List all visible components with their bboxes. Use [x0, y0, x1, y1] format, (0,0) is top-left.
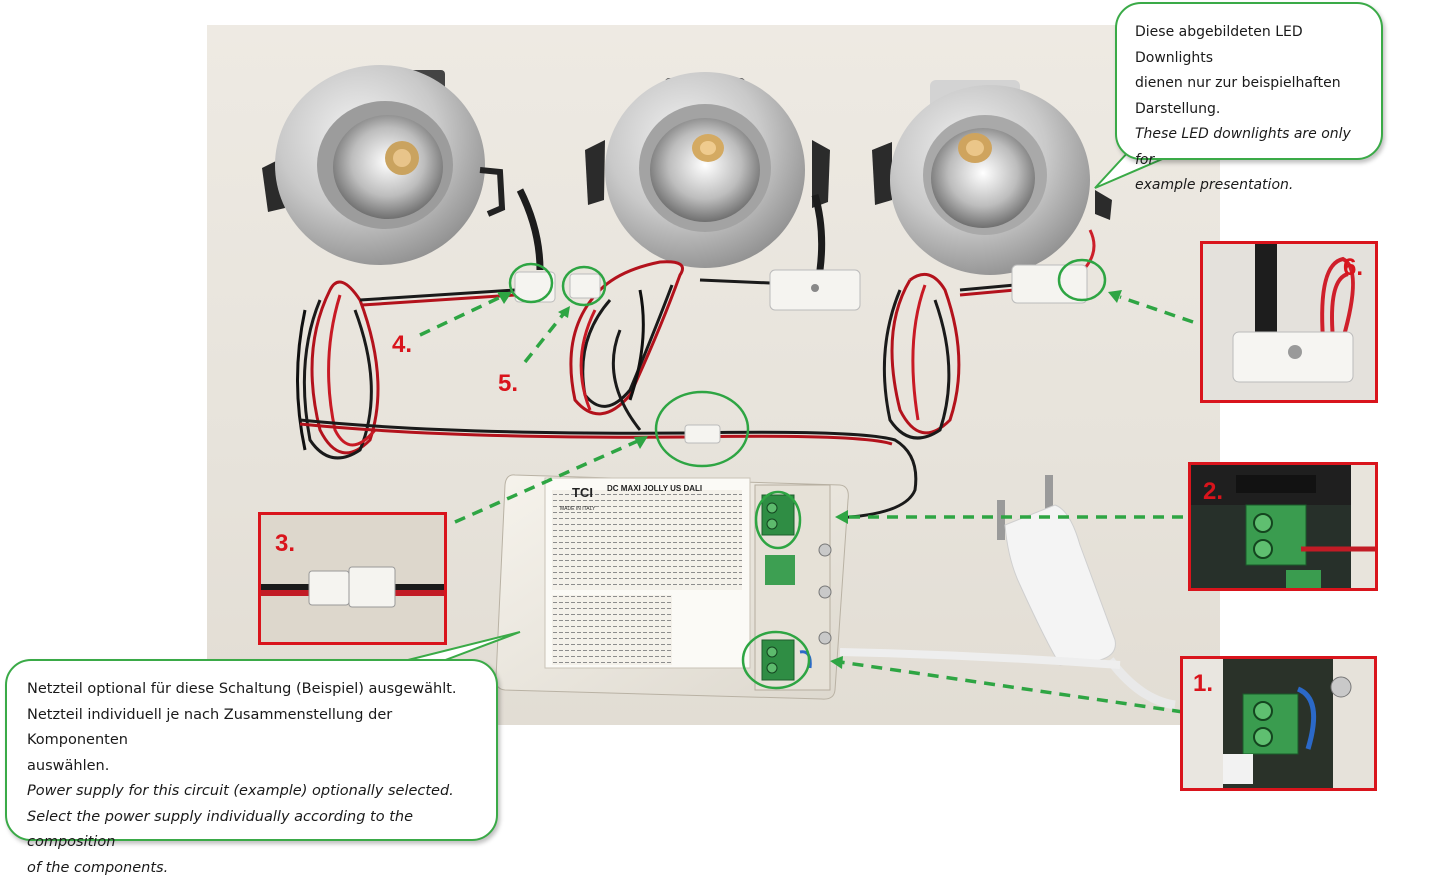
callout-top-german-line-2: dienen nur zur beispielhaften — [1135, 71, 1363, 97]
arrow-6 — [1120, 297, 1193, 322]
marker-6: 6. — [1343, 254, 1363, 282]
marker-3: 3. — [275, 530, 295, 558]
downlight-left — [262, 65, 540, 270]
marker-5: 5. — [498, 370, 518, 398]
callout-power-supply-note: Netzteil optional für diese Schaltung (B… — [5, 659, 498, 841]
arrow-5 — [525, 312, 565, 362]
callout-top-german-line-3: Darstellung. — [1135, 97, 1363, 123]
marker-2: 2. — [1203, 478, 1223, 506]
callout-bottom-english-line-3: of the components. — [27, 856, 476, 881]
marker-1: 1. — [1193, 670, 1213, 698]
driver-made-in: MADE IN ITALY — [560, 506, 596, 512]
downlight-middle — [585, 72, 830, 270]
cable-coil-right — [884, 274, 1015, 438]
cable-coil-middle — [571, 262, 770, 414]
callout-top-english-line-1: These LED downlights are only for — [1135, 122, 1363, 173]
callout-bottom-german-line-1: Netzteil optional für diese Schaltung (B… — [27, 677, 476, 703]
callout-bottom-german-line-3: auswählen. — [27, 754, 476, 780]
led-driver — [496, 475, 848, 699]
callout-downlights-note: Diese abgebildeten LED Downlights dienen… — [1115, 2, 1383, 160]
callout-top-german-line-1: Diese abgebildeten LED Downlights — [1135, 20, 1363, 71]
downlight-right — [872, 80, 1112, 275]
callout-top-english-line-2: example presentation. — [1135, 173, 1363, 199]
callout-bottom-german-line-2: Netzteil individuell je nach Zusammenste… — [27, 703, 476, 754]
driver-model: DC MAXI JOLLY US DALI — [607, 484, 702, 493]
callout-bottom-english-line-1: Power supply for this circuit (example) … — [27, 779, 476, 805]
marker-4: 4. — [392, 331, 412, 359]
callout-bottom-english-line-2: Select the power supply individually acc… — [27, 805, 476, 856]
driver-brand: TCI — [572, 485, 593, 500]
